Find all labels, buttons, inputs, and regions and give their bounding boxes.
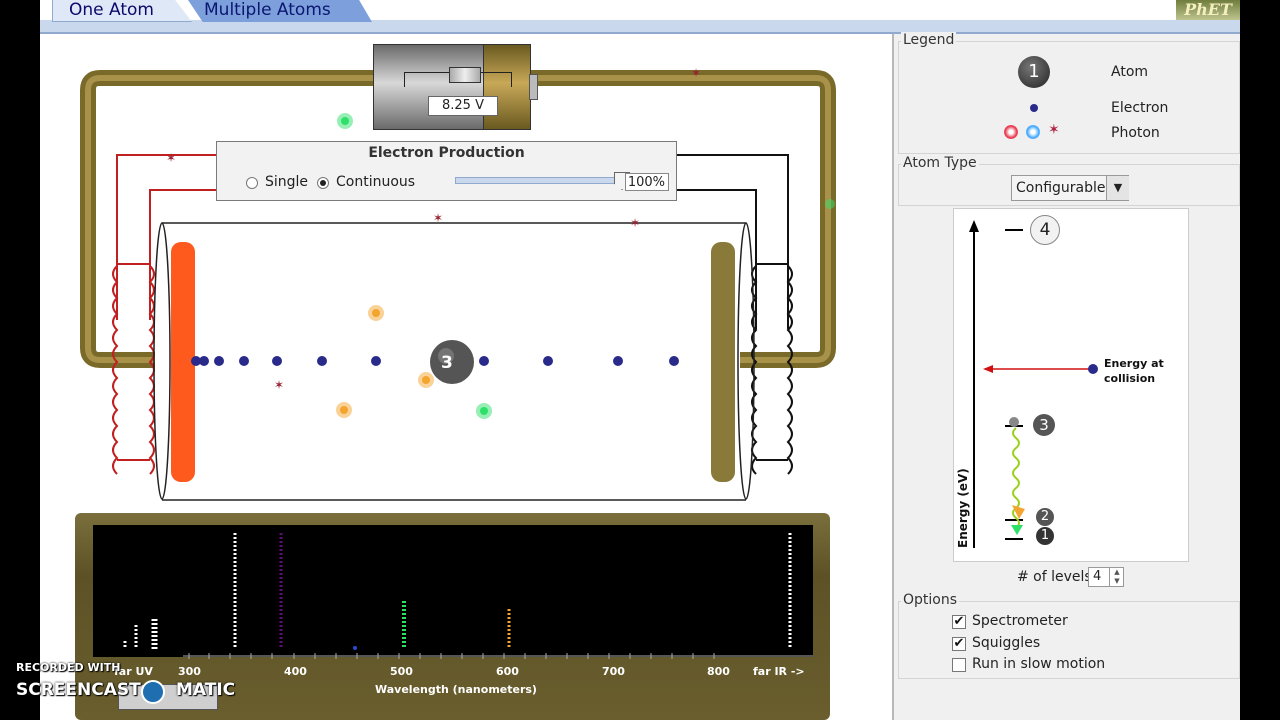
spinner-down-icon[interactable]: ▼ [1109, 577, 1124, 586]
black-wire-outer [676, 154, 789, 329]
levels-spinner[interactable]: 4 ▲ ▼ [1088, 567, 1124, 587]
electron-stream [191, 356, 679, 366]
tick-far-uv: far UV [114, 665, 153, 678]
tab-multiple-atoms[interactable]: Multiple Atoms [188, 0, 372, 22]
energy-diagram-graphics [969, 220, 1098, 548]
brass-loop-highlight [85, 75, 831, 363]
spectrometer-buttons[interactable] [118, 684, 218, 710]
slow-motion-checkbox-label[interactable]: Run in slow motion [972, 656, 1106, 672]
single-radio[interactable] [246, 177, 258, 189]
right-coil [751, 263, 793, 475]
single-radio-label[interactable]: Single [265, 174, 309, 190]
levels-value[interactable]: 4 [1093, 569, 1102, 584]
tab-strip [40, 20, 1240, 34]
tick-700: 700 [602, 665, 625, 678]
atom-type-box [898, 164, 1240, 206]
legend-atom-label: Atom [1111, 64, 1149, 80]
svg-text:✶: ✶ [433, 211, 443, 225]
transition-squiggle [1012, 427, 1020, 529]
continuous-radio[interactable] [317, 177, 329, 189]
legend-photon-label: Photon [1111, 125, 1160, 141]
watermark-line1: RECORDED WITH [16, 661, 121, 674]
voltage-readout[interactable]: 8.25 V [428, 96, 498, 116]
battery-nub [529, 74, 538, 100]
anode-plate [711, 242, 735, 482]
atom-type-value: Configurable [1016, 180, 1106, 196]
energy-axis-label: Energy (eV) [956, 468, 970, 548]
level-3-badge: 3 [1033, 414, 1055, 436]
atom-type-select[interactable]: Configurable ▼ [1011, 175, 1129, 201]
electron-production-title: Electron Production [368, 145, 525, 161]
watermark-matic: MATIC [176, 680, 236, 700]
intensity-readout[interactable]: 100% [625, 173, 669, 191]
photon-ir-icon: ✶ [1048, 122, 1060, 138]
squiggles-checkbox-label[interactable]: Squiggles [972, 635, 1041, 651]
legend-electron-label: Electron [1111, 100, 1169, 116]
left-black-border [0, 0, 40, 720]
level-4-badge: 4 [1030, 215, 1060, 245]
tick-800: 800 [707, 665, 730, 678]
legend-atom-icon [1018, 56, 1050, 88]
svg-text:✶: ✶ [166, 151, 176, 165]
tick-600: 600 [496, 665, 519, 678]
energy-at-collision-label: Energy at collision [1104, 357, 1164, 385]
phet-logo[interactable]: PhET [1176, 0, 1240, 20]
intensity-slider-track[interactable] [455, 177, 623, 184]
left-heater-coil [112, 263, 155, 475]
levels-label: # of levels [1017, 569, 1092, 585]
svg-text:✶: ✶ [274, 378, 284, 392]
legend-atom-number: 1 [1028, 61, 1040, 82]
spectrometer-xlabel: Wavelength (nanometers) [375, 683, 537, 696]
battery-body[interactable] [373, 44, 485, 130]
panel-separator [892, 34, 894, 720]
slow-motion-checkbox[interactable] [952, 658, 966, 672]
energy-diagram [953, 208, 1189, 562]
atom-level-label: 3 [441, 353, 453, 373]
options-title: Options [901, 592, 960, 608]
voltage-slider-thumb[interactable] [449, 67, 481, 83]
atom-type-title: Atom Type [901, 155, 979, 171]
legend-electron-icon [1030, 104, 1038, 112]
cathode-plate [171, 242, 195, 482]
spectrometer-checkbox[interactable]: ✔ [952, 614, 966, 629]
electron-production-panel [216, 141, 677, 201]
electron-state-icon [1009, 417, 1019, 427]
level-1-badge: 1 [1036, 527, 1054, 545]
spinner-up-icon[interactable]: ▲ [1109, 568, 1124, 577]
tick-400: 400 [284, 665, 307, 678]
squiggles-checkbox[interactable]: ✔ [952, 636, 966, 651]
red-wire-inner [149, 189, 220, 320]
level-2-badge: 2 [1036, 508, 1054, 526]
right-black-border [1240, 0, 1280, 720]
battery-terminal [483, 44, 531, 130]
svg-text:✶: ✶ [691, 66, 701, 80]
photons: ✶ ✶ ✶ ✶ ✶ [166, 66, 835, 419]
options-box [898, 601, 1240, 679]
screencast-logo-icon [141, 680, 165, 704]
tick-500: 500 [390, 665, 413, 678]
svg-text:✶: ✶ [630, 216, 640, 230]
legend-title: Legend [901, 32, 957, 48]
spectrum-peaks [123, 533, 792, 650]
spectrometer-checkbox-label[interactable]: Spectrometer [972, 613, 1068, 629]
axis-ticks [188, 653, 715, 659]
tab-one-atom[interactable]: One Atom [52, 0, 192, 22]
photon-red-icon [1004, 125, 1018, 139]
chevron-down-icon[interactable]: ▼ [1106, 176, 1129, 200]
circuit-diagram: ✶ ✶ ✶ ✶ ✶ [80, 66, 836, 501]
tick-300: 300 [178, 665, 201, 678]
photon-blue-icon [1026, 125, 1040, 139]
legend-box [898, 41, 1240, 154]
watermark-screencast: SCREENCAST [16, 680, 141, 700]
continuous-radio-label[interactable]: Continuous [336, 174, 416, 190]
spectrometer-screen [93, 525, 813, 657]
discharge-tube [153, 222, 755, 501]
spectrum-lines [123, 533, 813, 659]
tick-far-ir: far IR -> [753, 665, 805, 678]
